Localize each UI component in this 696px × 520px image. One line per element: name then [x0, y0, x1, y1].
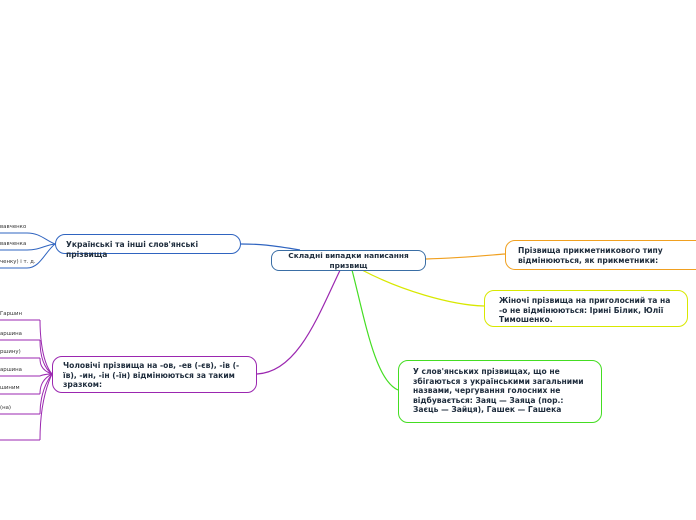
leaf-item[interactable]: шиним: [0, 385, 20, 391]
topic-masculine-surnames-label: Чоловічі прізвища на -ов, -ев (-єв), -ів…: [63, 361, 240, 390]
leaf-item[interactable]: вавченко: [0, 224, 27, 230]
leaf-item[interactable]: аршина: [0, 367, 22, 373]
central-topic-label: Складні випадки написання призвищ: [288, 250, 409, 270]
topic-feminine-surnames-label: Жіночі прізвища на приголосний та на -о …: [499, 296, 671, 325]
topic-adjective-surnames-label: Прізвища прикметникового типу відмінюють…: [518, 246, 663, 265]
leaf-item[interactable]: (на): [0, 405, 12, 411]
topic-slavic-surnames-label: Українські та інші слов'янські прізвища: [66, 240, 199, 259]
leaf-item[interactable]: аршина: [0, 331, 22, 337]
leaf-item[interactable]: ченку) і т. д.: [0, 259, 36, 265]
topic-masculine-surnames[interactable]: Чоловічі прізвища на -ов, -ев (-єв), -ів…: [52, 356, 257, 393]
topic-vowel-alternation-label: У слов'янських прізвищах, що не збігають…: [413, 367, 584, 415]
topic-vowel-alternation[interactable]: У слов'янських прізвищах, що не збігають…: [398, 360, 602, 423]
central-topic[interactable]: Складні випадки написання призвищ: [271, 250, 426, 271]
topic-slavic-surnames[interactable]: Українські та інші слов'янські прізвища: [55, 234, 241, 259]
topic-feminine-surnames[interactable]: Жіночі прізвища на приголосний та на -о …: [484, 290, 688, 327]
leaf-item[interactable]: ршину): [0, 349, 21, 355]
leaf-item[interactable]: Гаршин: [0, 311, 22, 317]
topic-adjective-surnames[interactable]: Прізвища прикметникового типу відмінюють…: [505, 240, 696, 270]
leaf-item[interactable]: вавченка: [0, 241, 27, 247]
